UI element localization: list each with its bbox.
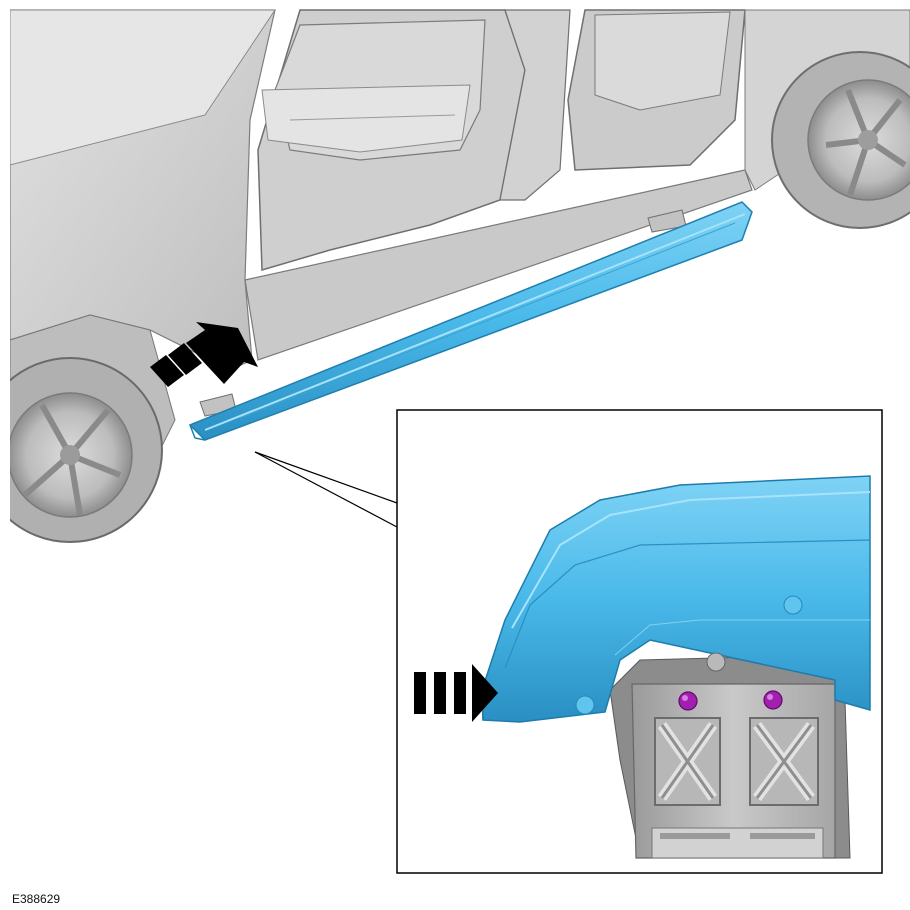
b-pillar: [499, 9, 571, 201]
vehicle-side-view: [0, 9, 910, 543]
direction-arrow-icon: [414, 664, 498, 722]
push-pin-icon: [763, 690, 783, 710]
figure-reference-code: E388629: [12, 892, 61, 906]
direction-arrow-icon: [150, 322, 258, 387]
mounting-bracket: [609, 654, 851, 859]
detail-view: [396, 409, 883, 874]
running-board-end-cap: [481, 475, 871, 723]
push-pin-icon: [678, 691, 698, 711]
rocker-panel: [244, 169, 753, 361]
running-board: [188, 201, 753, 441]
rear-wheel: [771, 51, 910, 229]
front-wheel: [0, 357, 163, 543]
callout-leader: [254, 451, 398, 528]
rear-seat: [594, 11, 731, 111]
